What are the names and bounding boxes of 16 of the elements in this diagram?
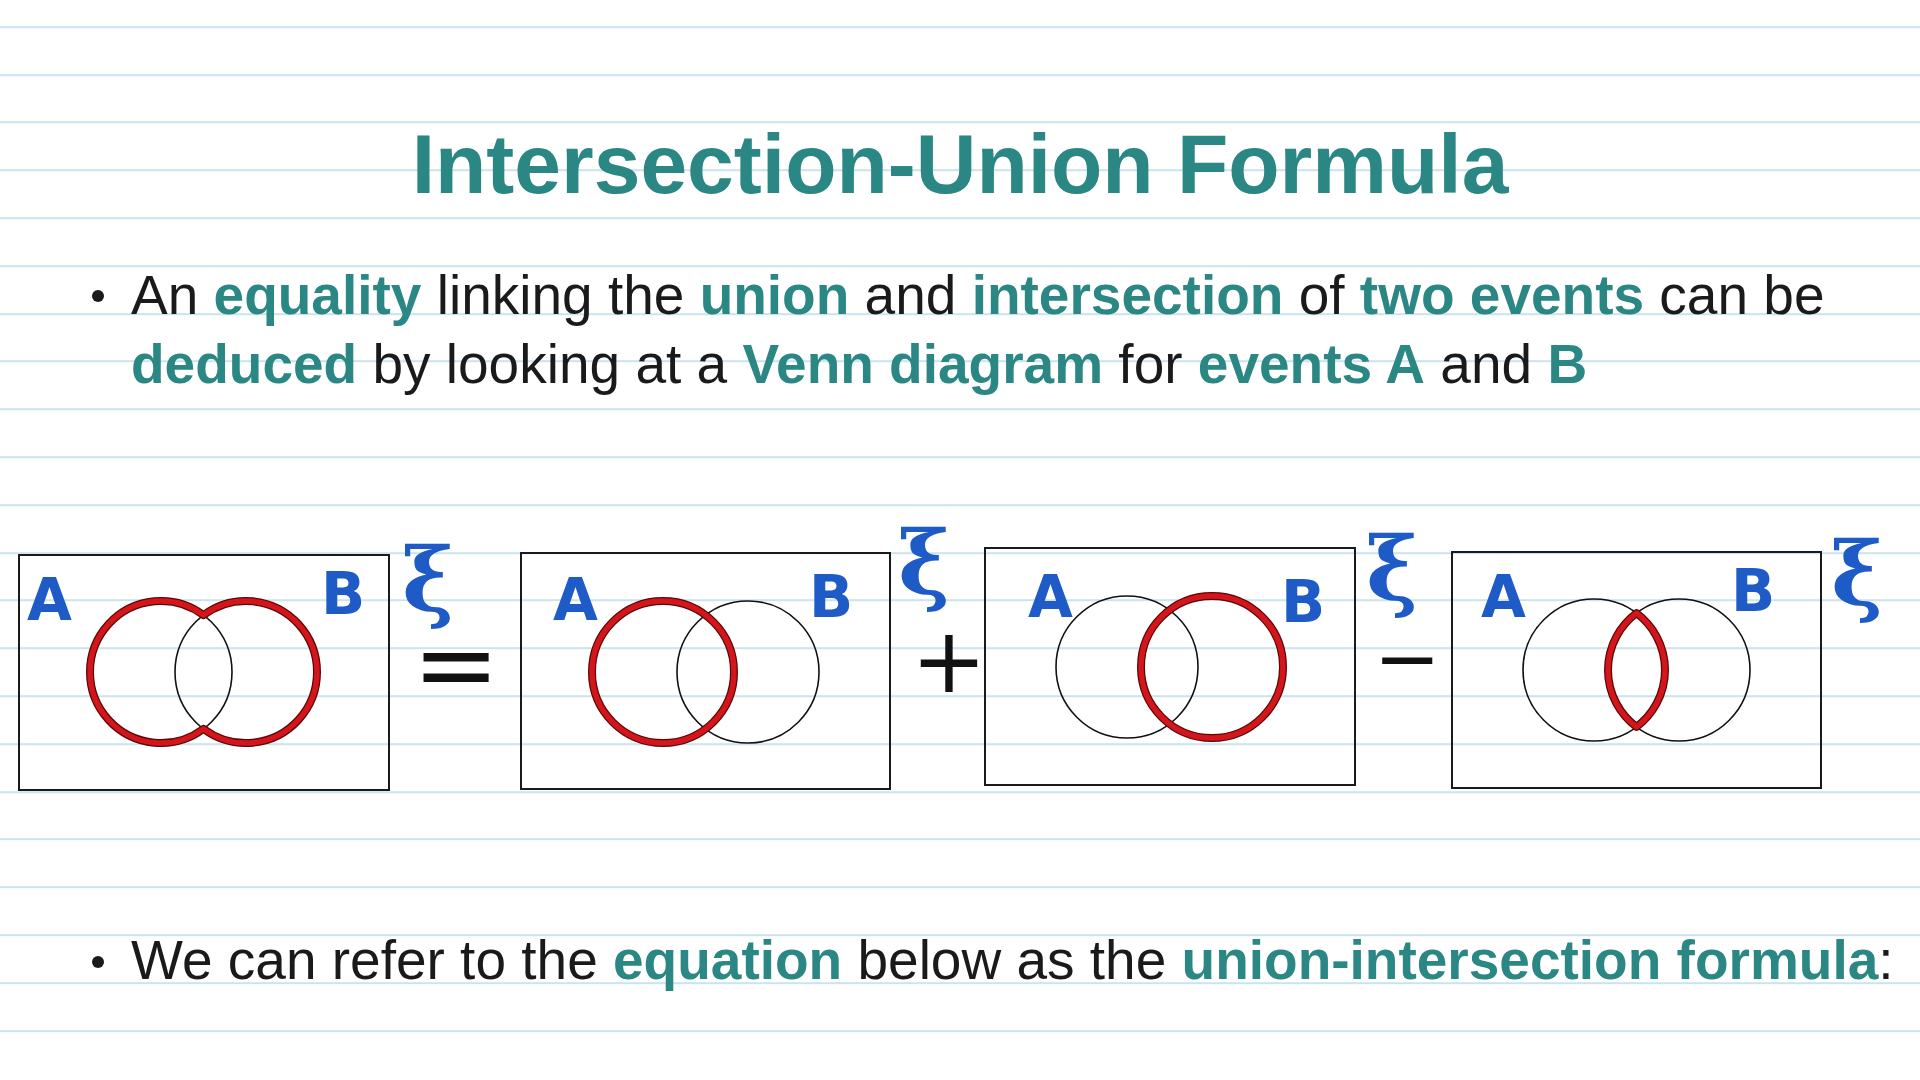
set-label: B: [1731, 562, 1776, 620]
bullet-text: An equality linking the union and intersection of two events can be deduced by looking at a Venn diagram for events A and B: [131, 263, 1826, 397]
set-label: B: [321, 565, 366, 623]
universal-set-symbol: ξ: [1365, 516, 1420, 623]
set-label: B: [809, 568, 854, 626]
bullet-text: We can refer to the equation below as the union-intersection formula:: [131, 928, 1894, 993]
universal-set-symbol: ξ: [1830, 521, 1885, 628]
set-label: A: [27, 571, 72, 629]
set-label: B: [1281, 573, 1326, 631]
set-label: A: [1481, 568, 1526, 626]
slide-title: Intersection-Union Formula: [411, 116, 1509, 212]
set-label: A: [553, 571, 598, 629]
universal-set-symbol: ξ: [897, 510, 952, 617]
math-operator: +: [911, 627, 987, 695]
math-operator: −: [1373, 629, 1441, 689]
set-label: A: [1028, 568, 1073, 626]
